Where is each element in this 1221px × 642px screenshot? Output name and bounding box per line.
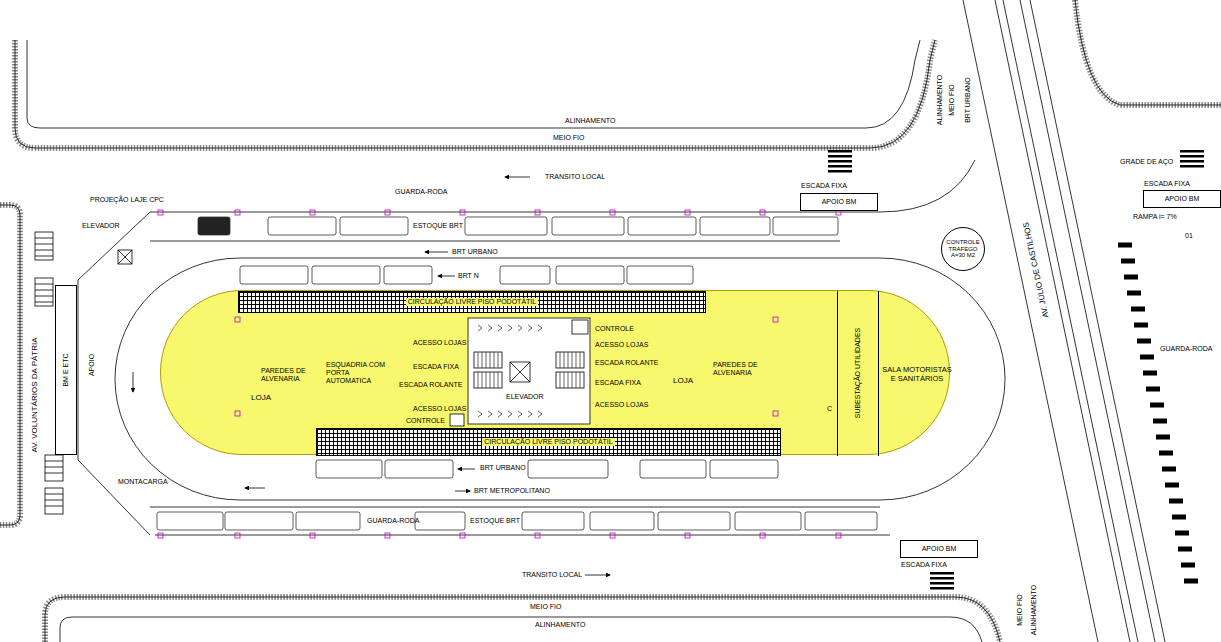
node-text: SALA MOTORISTAS E SANITÁRIOS (879, 366, 955, 383)
zebra-crossing (1118, 245, 1198, 581)
plan-label: ALINHAMENTO (565, 117, 615, 125)
node-text: ACESSO LOJAS (413, 339, 466, 347)
plan-label: GRADE DE AÇO (1120, 158, 1173, 166)
platform: LOJA PAREDES DE ALVENARIA ESQUADRIA COM PO… (160, 290, 950, 455)
tactile-strip: CIRCULAÇÃO LIVRE PISO PODOTÁTIL (238, 291, 706, 313)
plan-label: GUARDA-RODA (395, 188, 448, 196)
crosswalks (828, 150, 1204, 590)
node-text: ACESSO LOJAS (413, 405, 466, 413)
street-label: APOIO (88, 354, 96, 376)
node-text: ESCADA FIXA (801, 182, 847, 190)
tactile-strip: CIRCULAÇÃO LIVRE PISO PODOTÁTIL (316, 428, 781, 456)
support-box: ESCADA FIXAAPOIO BM (1143, 190, 1221, 208)
plan-label: MEIO FIO (530, 603, 562, 611)
node-text: APOIO BM (822, 198, 857, 206)
node-text: BM E ETC (62, 353, 70, 386)
street-label: AV. VOLUNTÁRIOS DA PÁTRIA (30, 337, 39, 452)
plan-label: GUARDA-RODA (367, 517, 420, 525)
support-box: ESCADA FIXAAPOIO BM (800, 193, 878, 211)
avenue-lanes (963, 0, 1165, 642)
street-label: AV. JÚLIO DE CASTILHOS (1021, 221, 1050, 318)
node-text: CIRCULAÇÃO LIVRE PISO PODOTÁTIL (406, 298, 538, 306)
node-text: ACESSO LOJAS (595, 341, 648, 349)
node-text: C (827, 405, 832, 413)
plan-label: TRANSITO LOCAL (545, 173, 605, 181)
node-text: LOJA (673, 376, 693, 385)
node-text: CIRCULAÇÃO LIVRE PISO PODOTÁTIL (482, 438, 614, 446)
support-room: BM E ETC (55, 285, 77, 455)
node-text: ESCADA ROLANTE (595, 359, 658, 367)
node-text: CONTROLE (406, 417, 445, 425)
street-label: MEIO FIO (948, 84, 956, 116)
plan-label: BRT METROPOLITANO (474, 487, 550, 495)
street-label: ALINHAMENTO (1030, 585, 1038, 635)
node-text: ESCADA FIXA (901, 561, 947, 569)
plan-label: TRANSITO LOCAL (522, 571, 582, 579)
node-text: ESCADA FIXA (1144, 180, 1190, 188)
node-text: ESCADA ROLANTE (399, 381, 462, 389)
plan-label: RAMPA i= 7% (1133, 213, 1177, 221)
plan-label: ESTOQUE BRT (470, 517, 520, 525)
plan-label: ELEVADOR (82, 222, 120, 230)
substation-band: SUBESTAÇÃO UTILIDADES (837, 291, 879, 456)
plan-label: MONTACARGA (118, 478, 168, 486)
plan-label: BRT URBANO (452, 248, 498, 256)
plan-label: BRT URBANO (480, 464, 526, 472)
traffic-control-circle: CONTROLE TRAFEGO A=30 M2 (941, 227, 985, 271)
node-text: PAREDES DE ALVENARIA (713, 361, 759, 377)
plan-label: ALINHAMENTO (535, 621, 585, 629)
plan-label: ESTOQUE BRT (413, 222, 463, 230)
street-label: ALINHAMENTO (936, 75, 944, 125)
node-text: ELEVADOR (506, 393, 544, 401)
support-box: ESCADA FIXAAPOIO BM (900, 540, 978, 558)
plan-label: 01 (1185, 232, 1193, 240)
node-text: SUBESTAÇÃO UTILIDADES (854, 328, 862, 419)
node-text: ESQUADRIA COM PORTA AUTOMATICA (326, 361, 390, 385)
plan-label: MEIO FIO (553, 134, 585, 142)
node-text: CONTROLE (595, 325, 634, 333)
node-text: APOIO BM (1165, 195, 1200, 203)
drivers-room-band: SALA MOTORISTAS E SANITÁRIOS (879, 291, 955, 458)
plan-label: GUARDA-RODA (1160, 345, 1213, 353)
street-label: MEIO FIO (1016, 594, 1024, 626)
node-text: APOIO BM (922, 545, 957, 553)
node-text: ACESSO LOJAS (595, 401, 648, 409)
node-text: CONTROLE TRAFEGO A=30 M2 (942, 239, 984, 260)
bus-roads (78, 160, 1005, 535)
node-text: PAREDES DE ALVENARIA (261, 367, 307, 383)
node-text: LOJA (251, 393, 271, 402)
node-text: ESCADA FIXA (413, 363, 459, 371)
node-text: ESCADA FIXA (595, 379, 641, 387)
plan-label: BRT N (458, 272, 479, 280)
plan-label: PROJEÇÃO LAJE CPC (90, 196, 164, 204)
street-label: BRT URBANO (964, 77, 972, 123)
